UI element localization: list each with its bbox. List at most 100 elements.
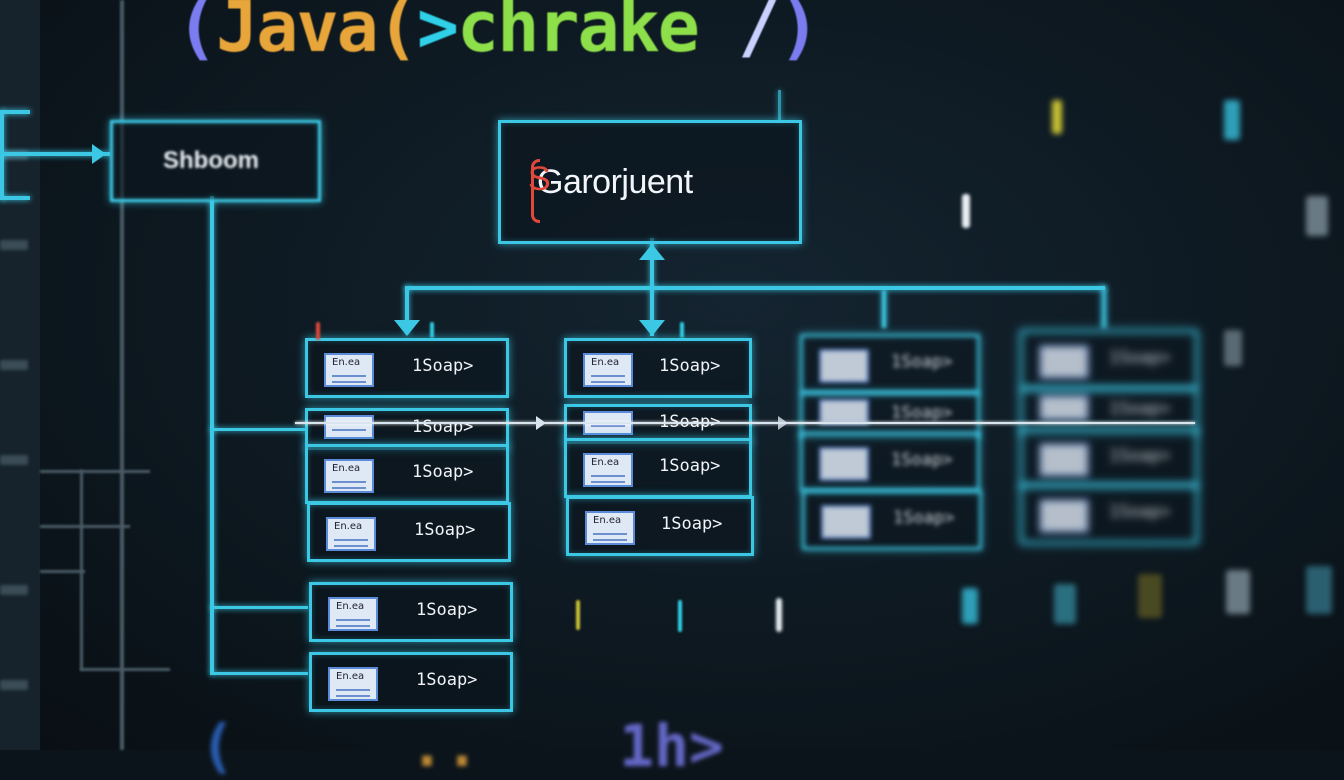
list-item[interactable]: 1Soap> — [1020, 330, 1198, 390]
side-component-box[interactable]: Shboom — [110, 120, 321, 202]
node-label: 1Soap> — [661, 514, 723, 534]
main-component-label: Garorjuent — [537, 163, 693, 201]
card-icon — [1039, 345, 1089, 379]
glow-marker — [678, 600, 682, 632]
glow-marker — [1224, 100, 1240, 140]
glow-marker — [1054, 584, 1076, 624]
list-item[interactable]: En.ea 1Soap> — [307, 502, 511, 562]
gutter-mark — [0, 360, 28, 370]
editor-gutter — [0, 0, 40, 750]
bottom-code-a: ( — [200, 712, 235, 780]
node-label: 1Soap> — [893, 508, 955, 528]
editor-divider — [120, 0, 124, 750]
title-chrake: chrake — [457, 0, 700, 68]
list-item[interactable]: En.ea 1Soap> — [564, 338, 752, 398]
node-label: 1Soap> — [1109, 348, 1171, 368]
node-label: 1Soap> — [414, 520, 476, 540]
branch-line — [210, 428, 308, 431]
bus-line — [405, 286, 1105, 290]
node-label: 1Soap> — [1109, 502, 1171, 522]
node-label: 1Soap> — [416, 600, 478, 620]
glow-marker — [1226, 570, 1250, 614]
glow-marker — [316, 322, 320, 340]
node-label: 1Soap> — [412, 462, 474, 482]
card-icon — [819, 447, 869, 481]
card-icon — [821, 505, 871, 539]
arrow-down-icon — [394, 320, 420, 336]
card-icon: En.ea — [324, 459, 374, 493]
glow-marker — [1306, 196, 1328, 236]
card-icon: En.ea — [583, 353, 633, 387]
connector-line — [0, 152, 110, 156]
glow-marker — [1138, 574, 1162, 618]
card-icon: En.ea — [324, 353, 374, 387]
card-icon-text: En.ea — [334, 521, 363, 532]
list-item[interactable]: 1Soap> — [800, 334, 980, 394]
connector-line — [778, 90, 781, 122]
main-component-box[interactable]: Garorjuent — [498, 120, 802, 244]
list-item[interactable]: 1Soap> — [802, 490, 982, 550]
card-icon-text: En.ea — [591, 357, 620, 368]
card-icon — [1039, 395, 1089, 421]
glow-marker — [962, 194, 970, 228]
tree-line — [40, 525, 130, 528]
arrow-right-icon — [536, 416, 546, 430]
title-slash: / — [738, 0, 780, 68]
arrow-right-icon — [92, 144, 106, 164]
tree-line — [40, 570, 85, 573]
list-item[interactable]: En.ea 1Soap> — [305, 338, 509, 398]
gutter-mark — [0, 585, 28, 595]
card-icon: En.ea — [328, 597, 378, 631]
node-label: 1Soap> — [659, 356, 721, 376]
glow-marker — [1306, 566, 1332, 614]
bus-drop — [1102, 286, 1106, 328]
card-icon — [819, 399, 869, 425]
glow-marker — [430, 322, 434, 338]
bus-drop — [405, 286, 409, 334]
main-accent-char: S — [528, 160, 551, 198]
list-item[interactable]: 1Soap> — [1020, 484, 1198, 544]
list-item[interactable]: 1Soap> — [1020, 388, 1198, 434]
arrow-right-icon — [778, 416, 788, 430]
branch-line — [210, 672, 308, 675]
side-component-label: Shboom — [163, 147, 259, 174]
card-icon — [819, 349, 869, 383]
card-icon-text: En.ea — [332, 357, 361, 368]
trunk-line — [210, 196, 214, 674]
card-icon: En.ea — [326, 517, 376, 551]
list-item[interactable]: En.ea 1Soap> — [305, 444, 509, 504]
title-paren2: ( — [376, 0, 419, 68]
title-open-paren: ( — [176, 0, 218, 68]
arrow-down-icon — [639, 320, 665, 336]
title-arrow: > — [416, 0, 459, 68]
gutter-mark — [0, 455, 28, 465]
list-item[interactable]: En.ea 1Soap> — [309, 652, 513, 712]
arrow-up-icon — [639, 244, 665, 260]
data-flow-line — [295, 422, 1195, 424]
node-label: 1Soap> — [1109, 399, 1171, 419]
branch-line — [210, 606, 308, 609]
glow-marker — [776, 598, 782, 632]
tree-line — [40, 470, 150, 473]
connector-line — [0, 110, 30, 114]
glow-marker — [962, 588, 978, 624]
card-icon: En.ea — [583, 453, 633, 487]
node-label: 1Soap> — [416, 670, 478, 690]
list-item[interactable]: 1Soap> — [800, 432, 980, 492]
card-icon: En.ea — [585, 511, 635, 545]
tree-line — [80, 668, 170, 671]
bus-drop — [882, 290, 886, 328]
list-item[interactable]: En.ea 1Soap> — [309, 582, 513, 642]
list-item[interactable]: 1Soap> — [800, 392, 980, 438]
list-item[interactable]: En.ea 1Soap> — [566, 496, 754, 556]
list-item[interactable]: 1Soap> — [1020, 428, 1198, 488]
glow-marker — [1224, 330, 1242, 366]
bottom-code-line: ( .. 1h> — [200, 712, 724, 780]
glow-marker — [576, 600, 580, 630]
card-icon-text: En.ea — [336, 671, 365, 682]
code-title: (Java(>chrake /) — [176, 0, 820, 68]
glow-marker — [680, 322, 684, 338]
card-icon — [1039, 443, 1089, 477]
list-item[interactable]: En.ea 1Soap> — [564, 438, 752, 498]
